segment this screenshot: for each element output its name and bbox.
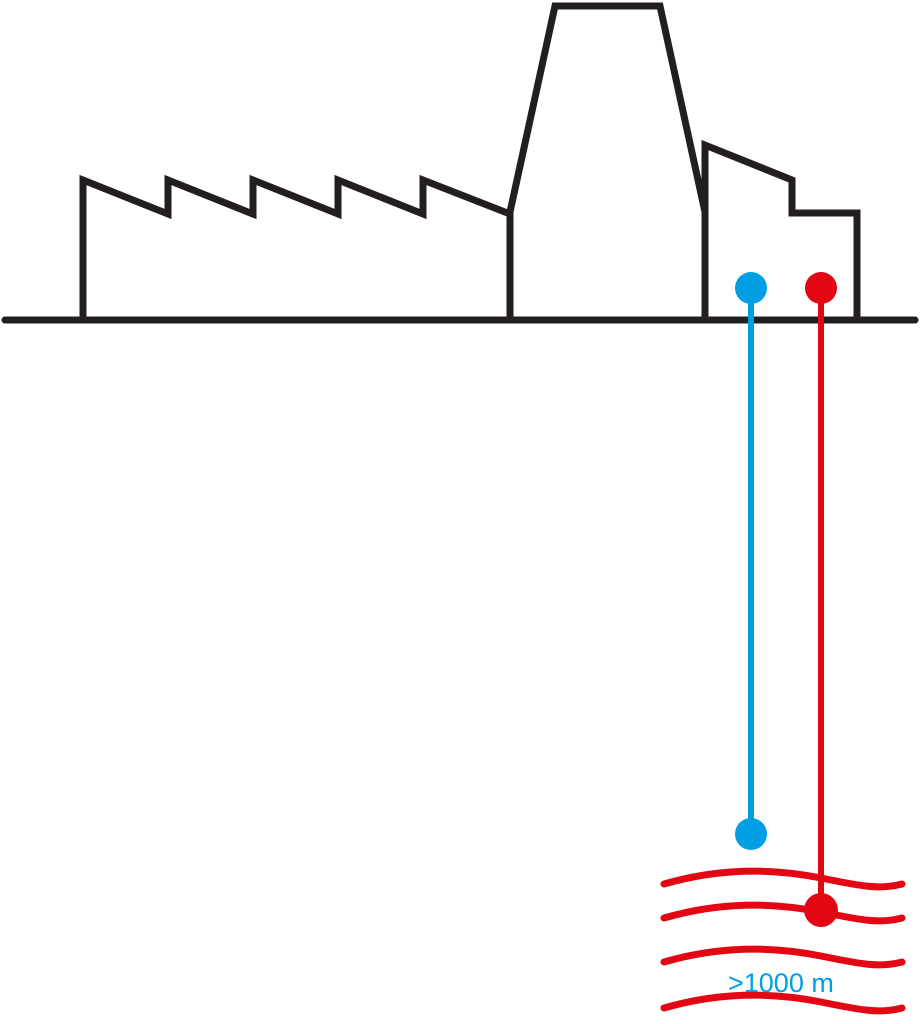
hot-pipe-bottom-dot bbox=[804, 893, 838, 927]
cooling-tower-icon bbox=[506, 2, 709, 320]
aquifer-wave-4 bbox=[660, 991, 906, 1015]
cold-pipe-bottom-dot bbox=[735, 818, 767, 850]
aquifer-wave-1 bbox=[660, 867, 906, 891]
hot-pipe-top-dot bbox=[805, 272, 837, 304]
cold-pipe-top-dot bbox=[735, 272, 767, 304]
factory-icon bbox=[79, 174, 512, 320]
plant-building-icon bbox=[701, 139, 861, 320]
aquifer-wave-2 bbox=[660, 901, 906, 925]
aquifer-wave-3 bbox=[660, 945, 906, 969]
depth-label: >1000 m bbox=[728, 968, 834, 998]
